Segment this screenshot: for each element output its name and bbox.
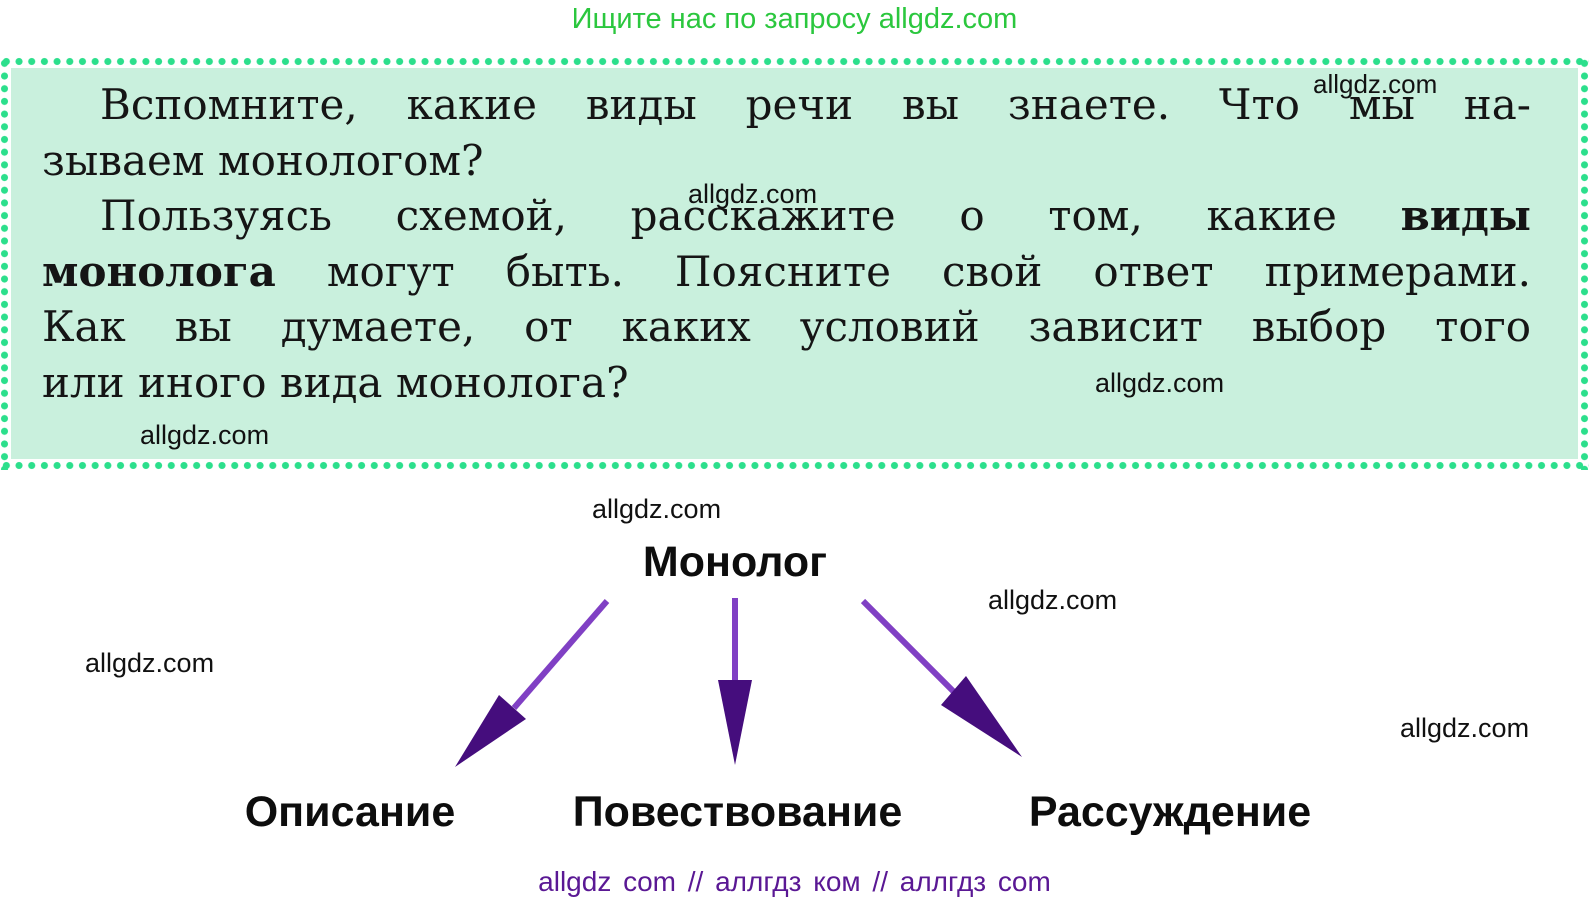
- dotted-border-bottom: [0, 461, 1589, 470]
- exercise-text-line: монолога могут быть. Поясните свой ответ…: [42, 244, 1531, 300]
- diagram-arrows: [455, 598, 1022, 767]
- watermark: allgdz.com: [85, 648, 215, 678]
- footer-watermark: allgdz com // аллгдз ком // аллгдз com: [538, 866, 1051, 897]
- exercise-box-background: [11, 68, 1578, 459]
- arrow-to-rassuzhdenie: [860, 598, 1022, 757]
- watermark: allgdz.com: [140, 420, 270, 450]
- exercise-text-line: или иного вида монолога?: [42, 355, 1531, 411]
- exercise-text-line: Вспомните, какие виды речи вы знаете. Чт…: [42, 77, 1531, 133]
- exercise-text-segment: Пользуясь схемой, расскажите о том, каки…: [100, 191, 1401, 240]
- arrow-to-opisanie: [455, 599, 610, 767]
- exercise-box: Вспомните, какие виды речи вы знаете. Чт…: [0, 57, 1589, 470]
- exercise-text-bold-segment: монолога: [42, 246, 276, 296]
- watermark: allgdz.com: [988, 585, 1118, 615]
- exercise-text-segment: или иного вида монолога?: [42, 357, 629, 407]
- watermark: allgdz.com: [688, 179, 818, 209]
- exercise-text-bold-segment: виды: [1400, 191, 1531, 240]
- dotted-border-top: [0, 57, 1589, 66]
- watermark: allgdz.com: [1095, 368, 1225, 398]
- promo-search-text: Ищите нас по запросу allgdz.com: [571, 3, 1018, 35]
- exercise-text-segment: Вспомните, какие виды речи вы знаете. Чт…: [100, 80, 1531, 129]
- diagram-node-povestvovanie: Повествование: [572, 788, 903, 836]
- watermark: allgdz.com: [592, 494, 722, 524]
- exercise-text: Вспомните, какие виды речи вы знаете. Чт…: [42, 77, 1531, 410]
- diagram-node-opisanie: Описание: [244, 788, 456, 836]
- exercise-text-line: зываем монологом?: [42, 133, 1531, 189]
- dotted-border-left: [0, 57, 9, 470]
- exercise-text-line: Как вы думаете, от каких условий зависит…: [42, 299, 1531, 355]
- watermark: allgdz.com: [1400, 713, 1530, 743]
- diagram-root-label: Монолог: [642, 538, 828, 586]
- exercise-text-segment: зываем монологом?: [42, 135, 484, 185]
- diagram-node-rassuzhdenie: Рассуждение: [1028, 788, 1312, 836]
- dotted-border-right: [1580, 57, 1589, 470]
- watermark: allgdz.com: [1313, 69, 1438, 99]
- exercise-text-line: Пользуясь схемой, расскажите о том, каки…: [42, 188, 1531, 244]
- arrow-to-povestvovanie: [718, 598, 752, 765]
- exercise-text-segment: могут быть. Поясните свой ответ примерам…: [275, 246, 1531, 296]
- exercise-text-segment: Как вы думаете, от каких условий зависит…: [42, 302, 1531, 351]
